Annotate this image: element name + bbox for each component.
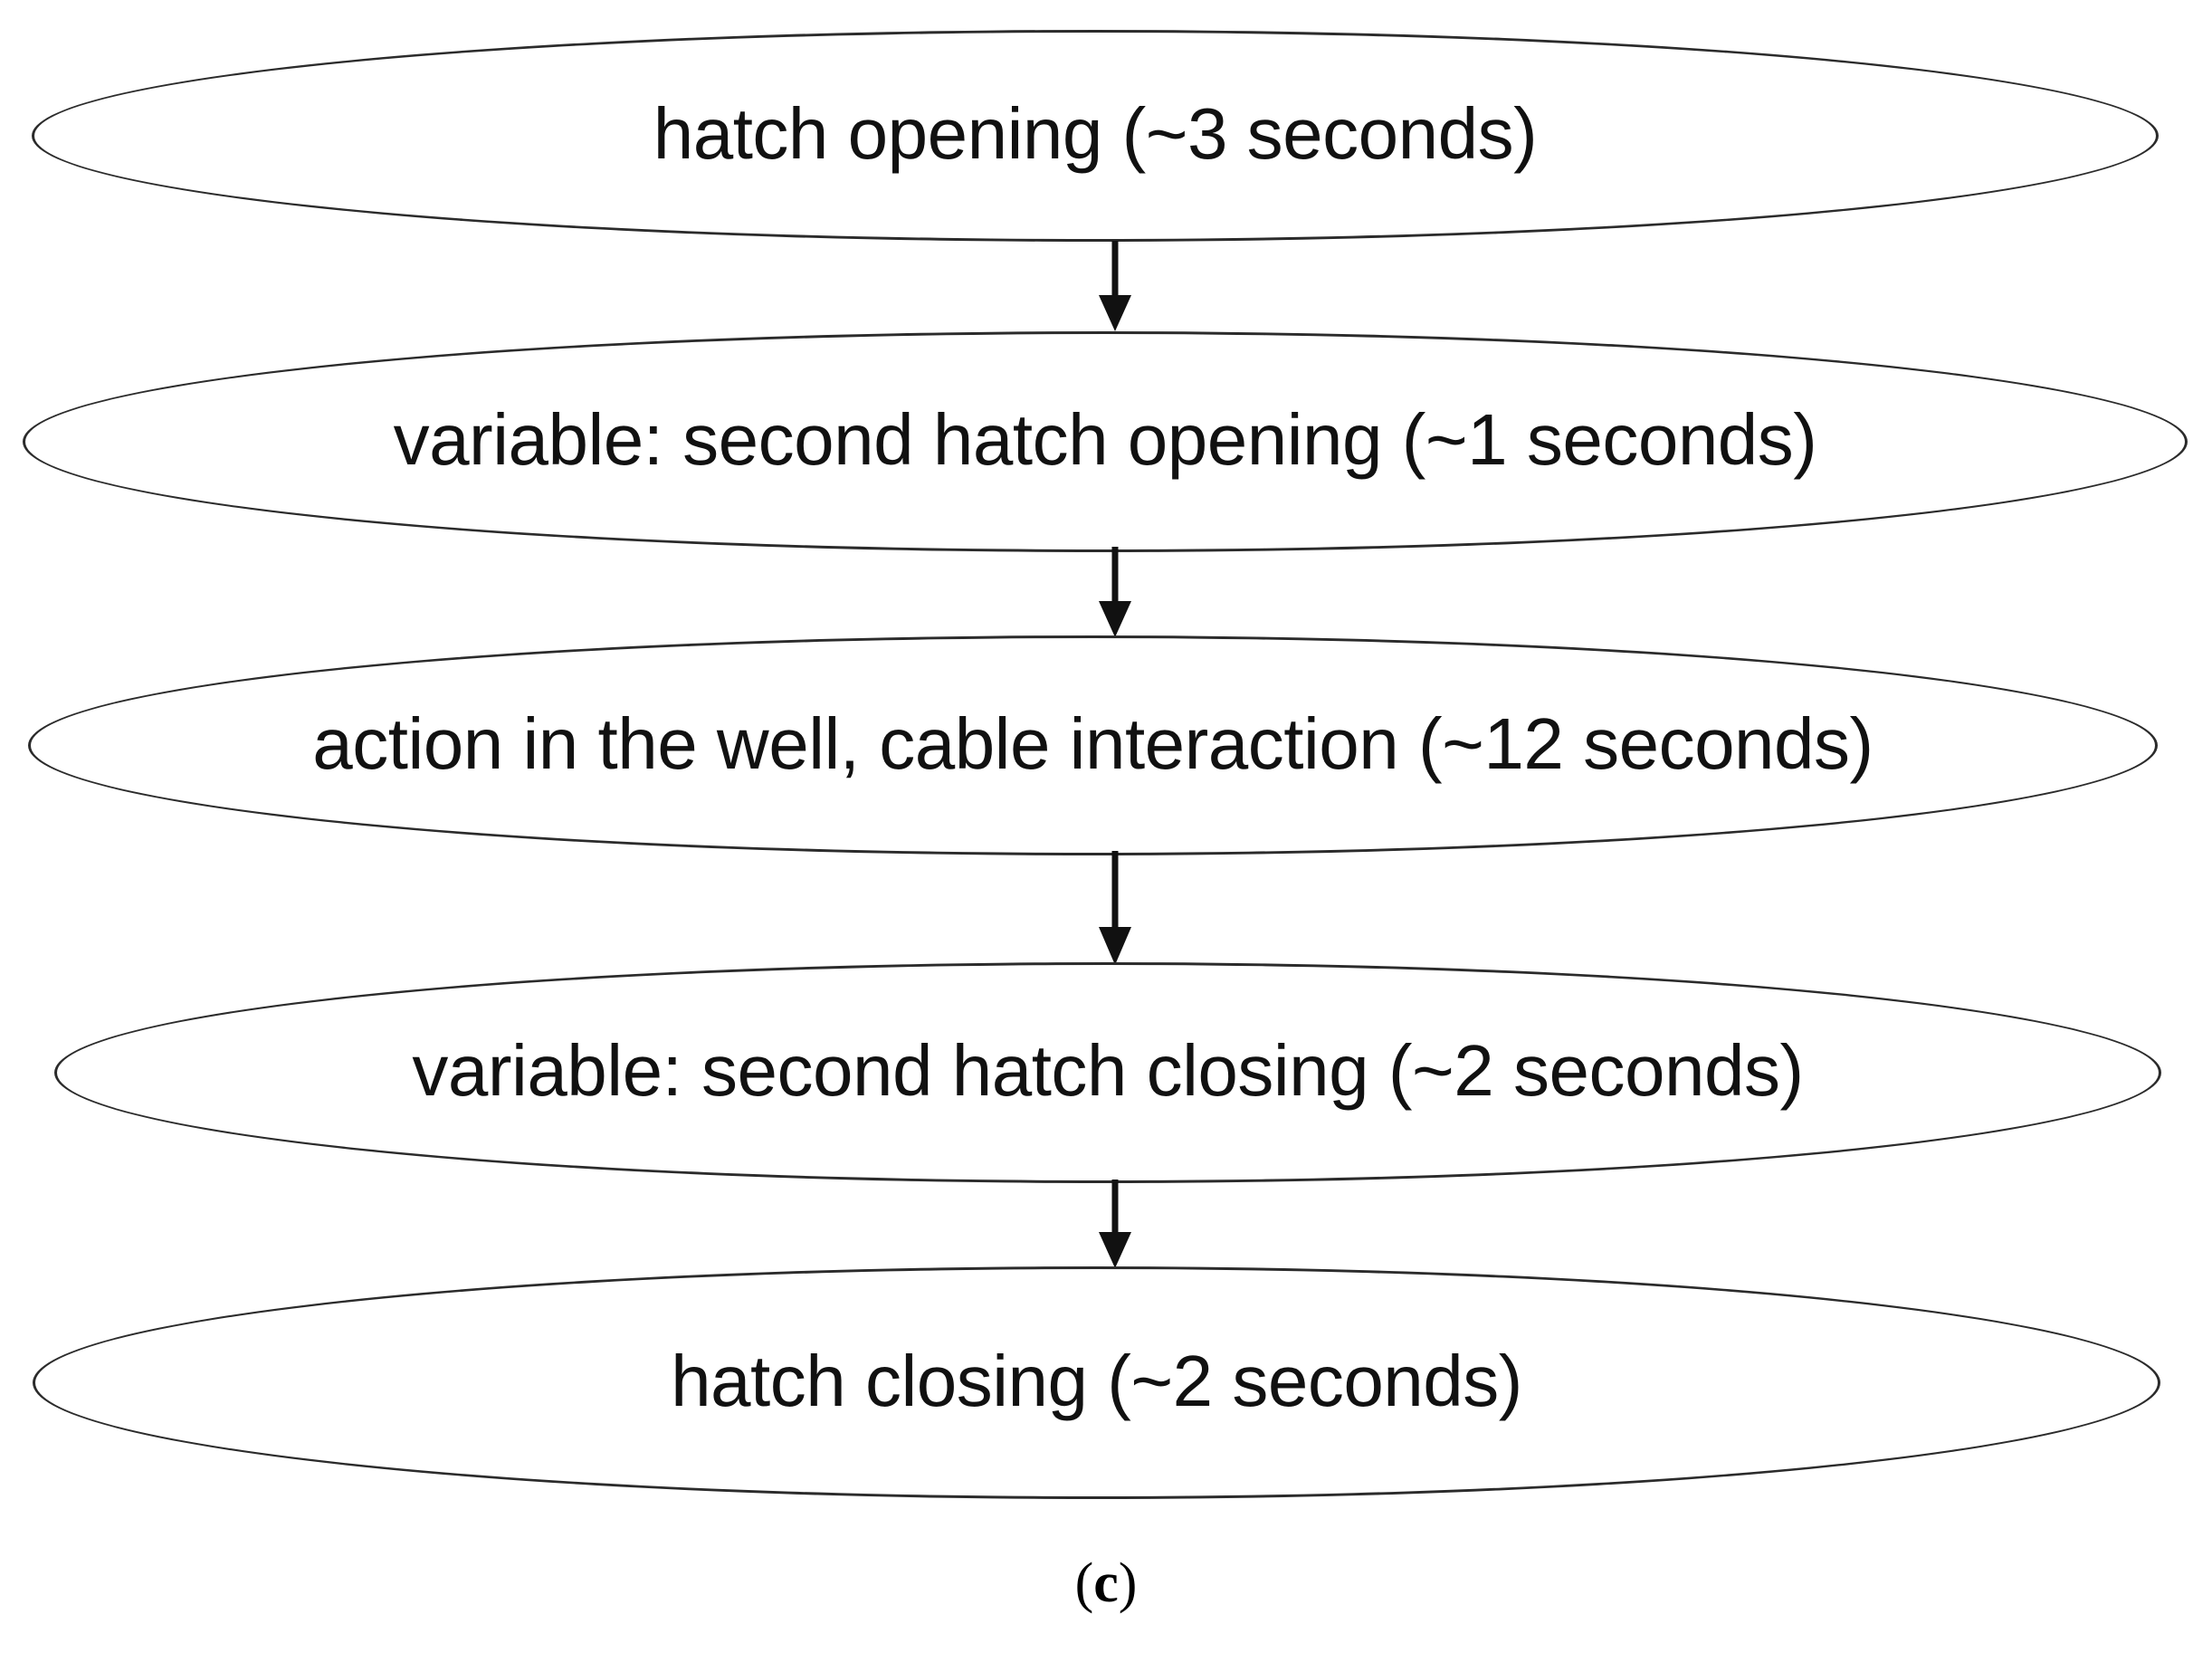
flow-arrow-down-4 <box>1093 1180 1137 1268</box>
caption-open-paren: ( <box>1074 1552 1094 1614</box>
flow-node-hatch-closing: hatch closing (~2 seconds) <box>33 1266 2160 1499</box>
flow-node-label: variable: second hatch closing (~2 secon… <box>412 1030 1804 1111</box>
flow-node-label: hatch opening (~3 seconds) <box>653 93 1538 174</box>
flow-node-second-hatch-opening: variable: second hatch opening (~1 secon… <box>23 331 2188 552</box>
flow-node-second-hatch-closing: variable: second hatch closing (~2 secon… <box>54 962 2161 1183</box>
caption-close-paren: ) <box>1118 1552 1138 1614</box>
flow-node-action-in-well: action in the well, cable interaction (~… <box>28 635 2158 855</box>
figure-caption: (c) <box>0 1555 2212 1611</box>
flow-arrow-down-2 <box>1093 547 1137 637</box>
flow-node-hatch-opening: hatch opening (~3 seconds) <box>32 30 2159 242</box>
flow-node-label: variable: second hatch opening (~1 secon… <box>393 399 1817 480</box>
flow-arrow-down-3 <box>1093 851 1137 965</box>
flow-node-label: action in the well, cable interaction (~… <box>312 702 1874 784</box>
flow-node-label: hatch closing (~2 seconds) <box>671 1340 1522 1421</box>
flow-arrow-down-1 <box>1093 241 1137 331</box>
caption-letter: c <box>1093 1552 1119 1614</box>
